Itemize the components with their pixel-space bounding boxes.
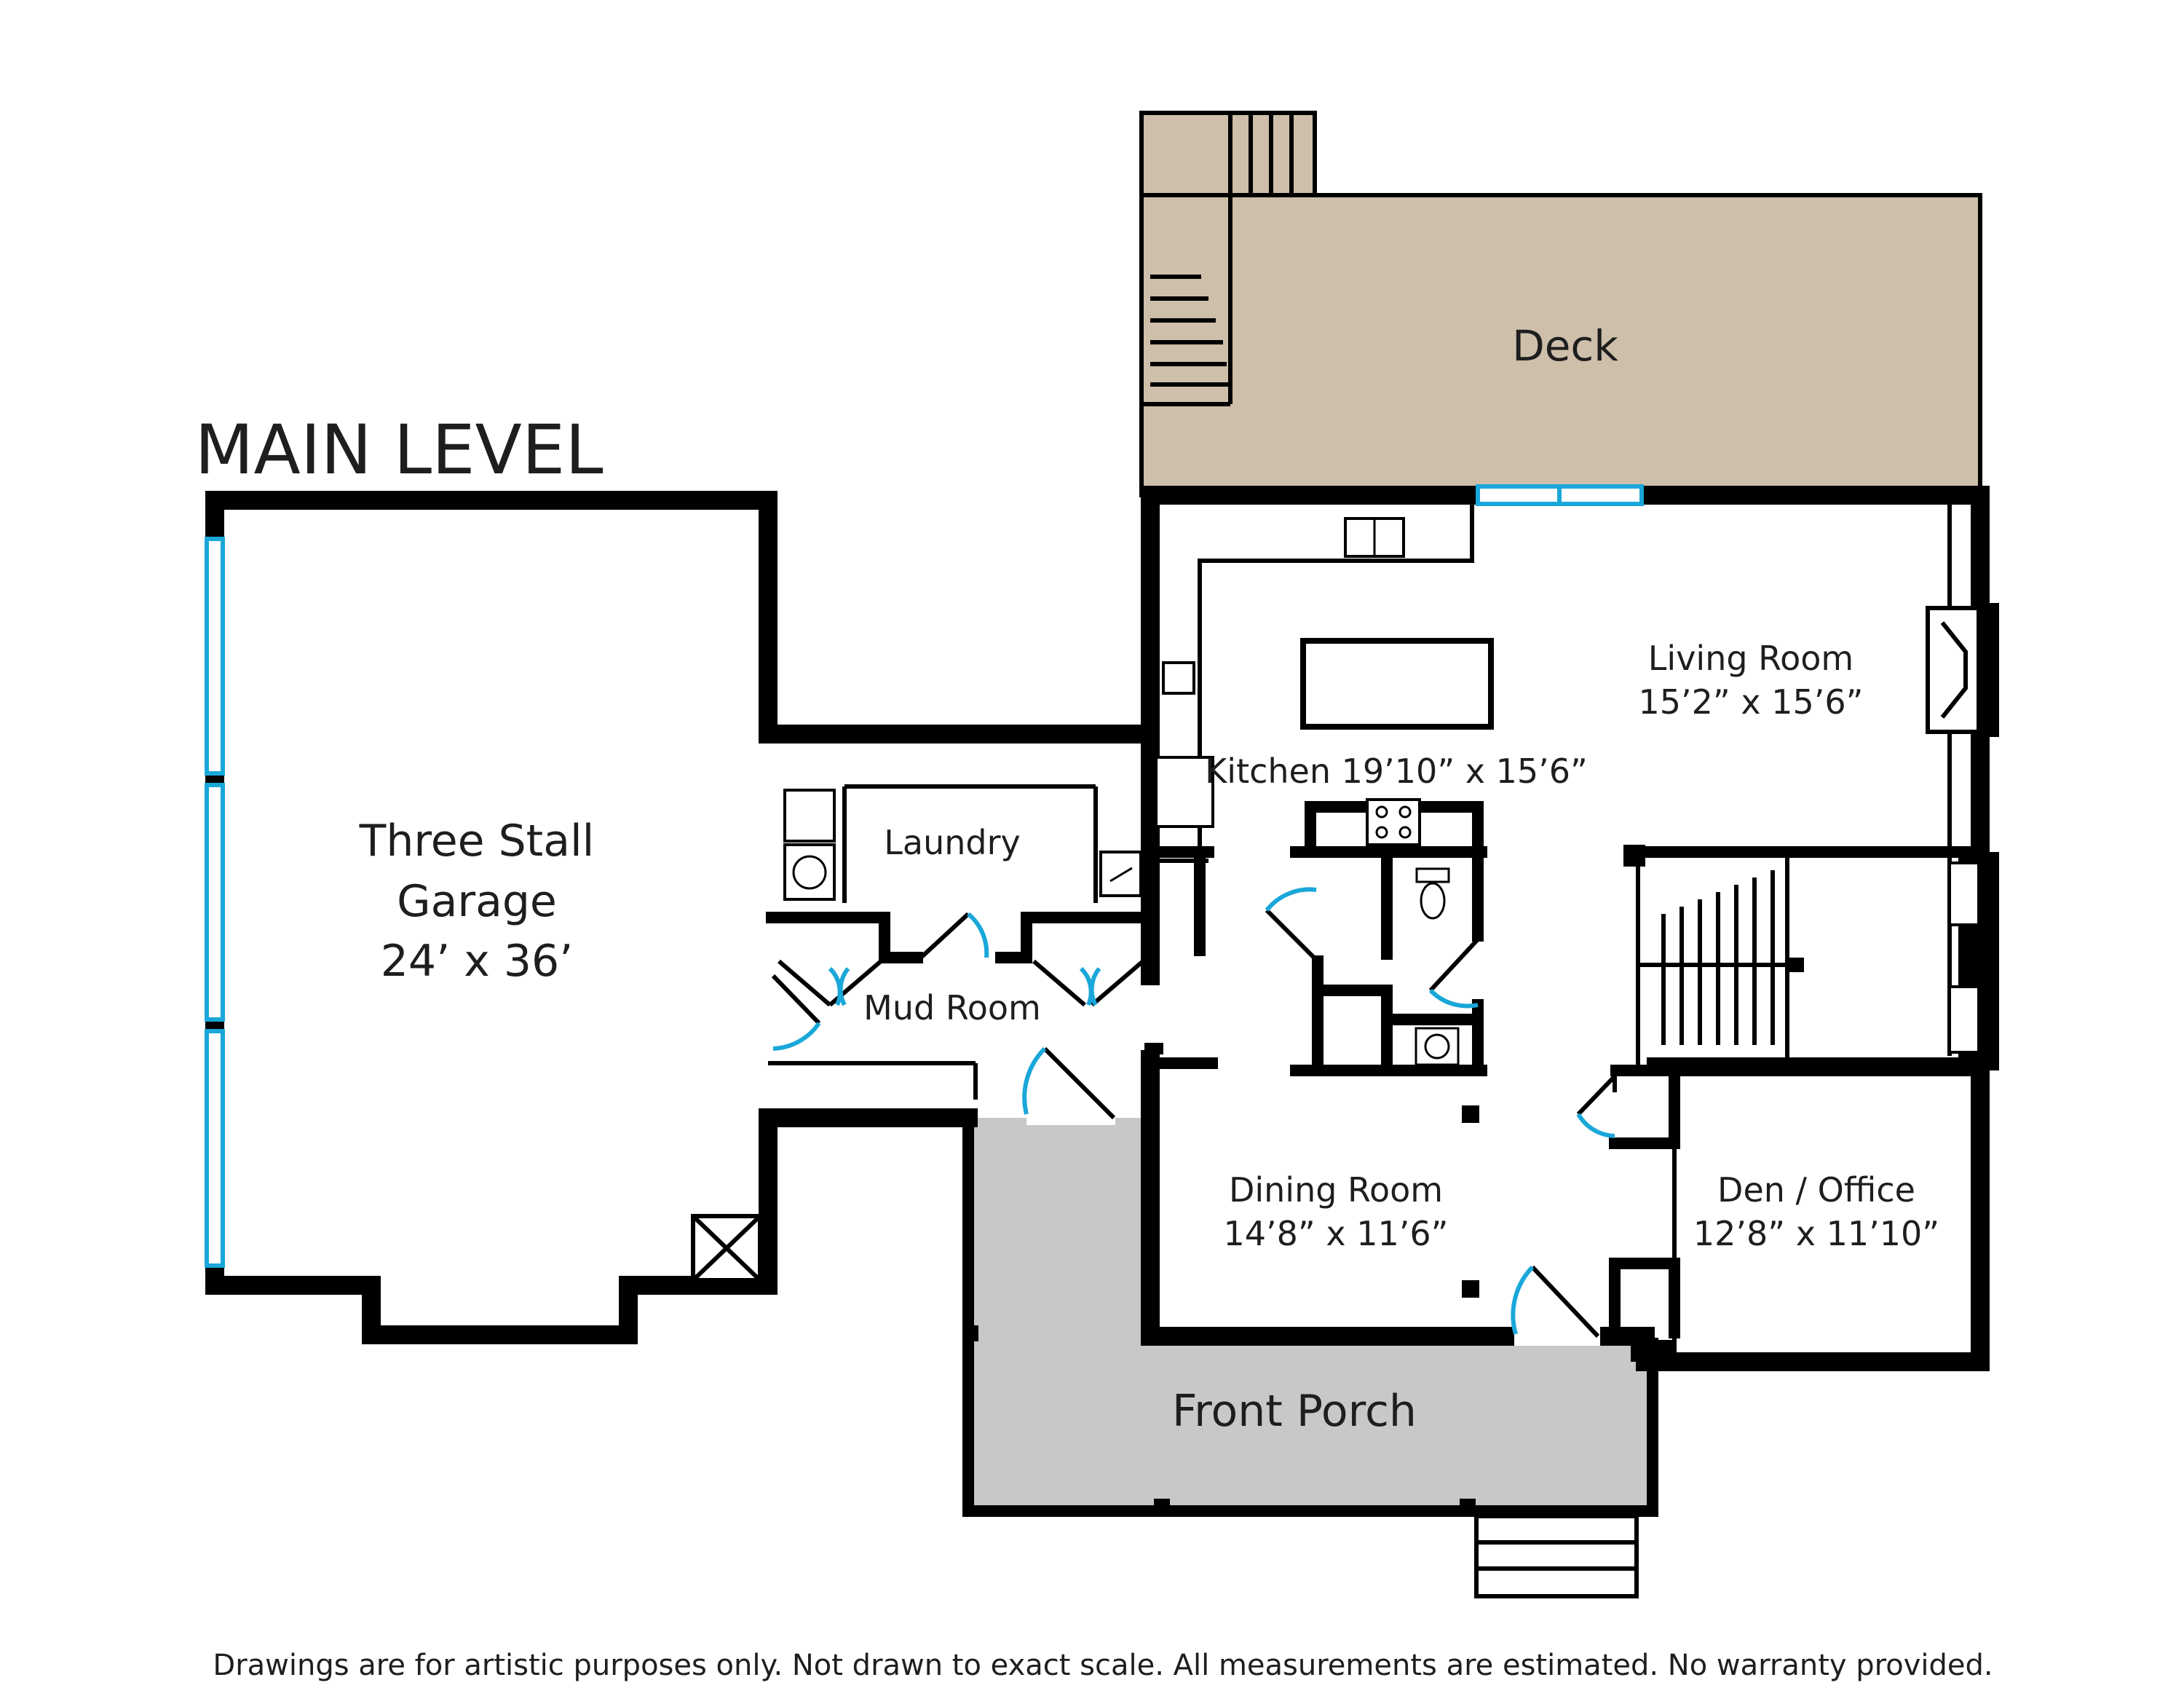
garage-label-line2: Garage — [397, 876, 557, 927]
deck-slider-window — [1476, 484, 1644, 506]
kitchen-island — [1300, 638, 1494, 730]
living-room-size: 15’2” x 15’6” — [1639, 682, 1864, 722]
den-office-size: 12’8” x 11’10” — [1693, 1214, 1939, 1253]
deck-label: Deck — [1512, 321, 1618, 371]
garage-size: 24’ x 36’ — [381, 936, 574, 987]
kitchen-label: Kitchen 19’10” x 15’6” — [1205, 752, 1588, 791]
prep-sink — [1162, 661, 1195, 695]
range-counter — [1305, 798, 1484, 858]
deck-stairs-top — [1228, 113, 1294, 195]
living-room-label: Living Room — [1648, 639, 1853, 678]
kitchen-sink — [1344, 517, 1405, 558]
dining-room-label: Dining Room — [1229, 1170, 1443, 1210]
garage-chimney-box — [691, 1214, 762, 1282]
front-porch-area — [962, 1112, 1658, 1517]
den-office-label: Den / Office — [1717, 1170, 1915, 1210]
dining-columns — [1144, 1057, 1479, 1298]
laundry-sink — [1099, 851, 1142, 897]
disclaimer: Drawings are for artistic purposes only.… — [213, 1649, 1993, 1682]
front-door — [1511, 1265, 1600, 1346]
garage-walls — [205, 491, 778, 1344]
mud-room-label: Mud Room — [863, 988, 1041, 1028]
porch-steps — [1474, 1514, 1639, 1598]
laundry-label: Laundry — [884, 823, 1020, 862]
powder-sink — [1415, 1027, 1460, 1066]
toilet — [1415, 867, 1450, 920]
stairs — [1623, 845, 1999, 1070]
front-porch-label: Front Porch — [1172, 1386, 1417, 1437]
dining-room-size: 14’8” x 11’6” — [1224, 1214, 1449, 1253]
garage-label-line1: Three Stall — [359, 816, 595, 867]
interior-doors — [1265, 887, 1480, 1009]
deck-area — [1139, 111, 1982, 497]
den-walls — [1576, 1065, 1986, 1362]
closet-doors — [771, 912, 1144, 1051]
powder-room-walls — [1144, 846, 1487, 1076]
mudroom-walls — [759, 725, 1160, 1127]
page-title: MAIN LEVEL — [194, 411, 603, 490]
fireplace — [1926, 502, 1999, 1056]
deck-stairs-side — [1150, 275, 1230, 387]
garage-windows — [205, 537, 225, 1268]
kitchen-counters — [1144, 502, 1474, 956]
washer-dryer — [783, 789, 836, 901]
entry-door-mudroom — [1022, 1046, 1116, 1125]
